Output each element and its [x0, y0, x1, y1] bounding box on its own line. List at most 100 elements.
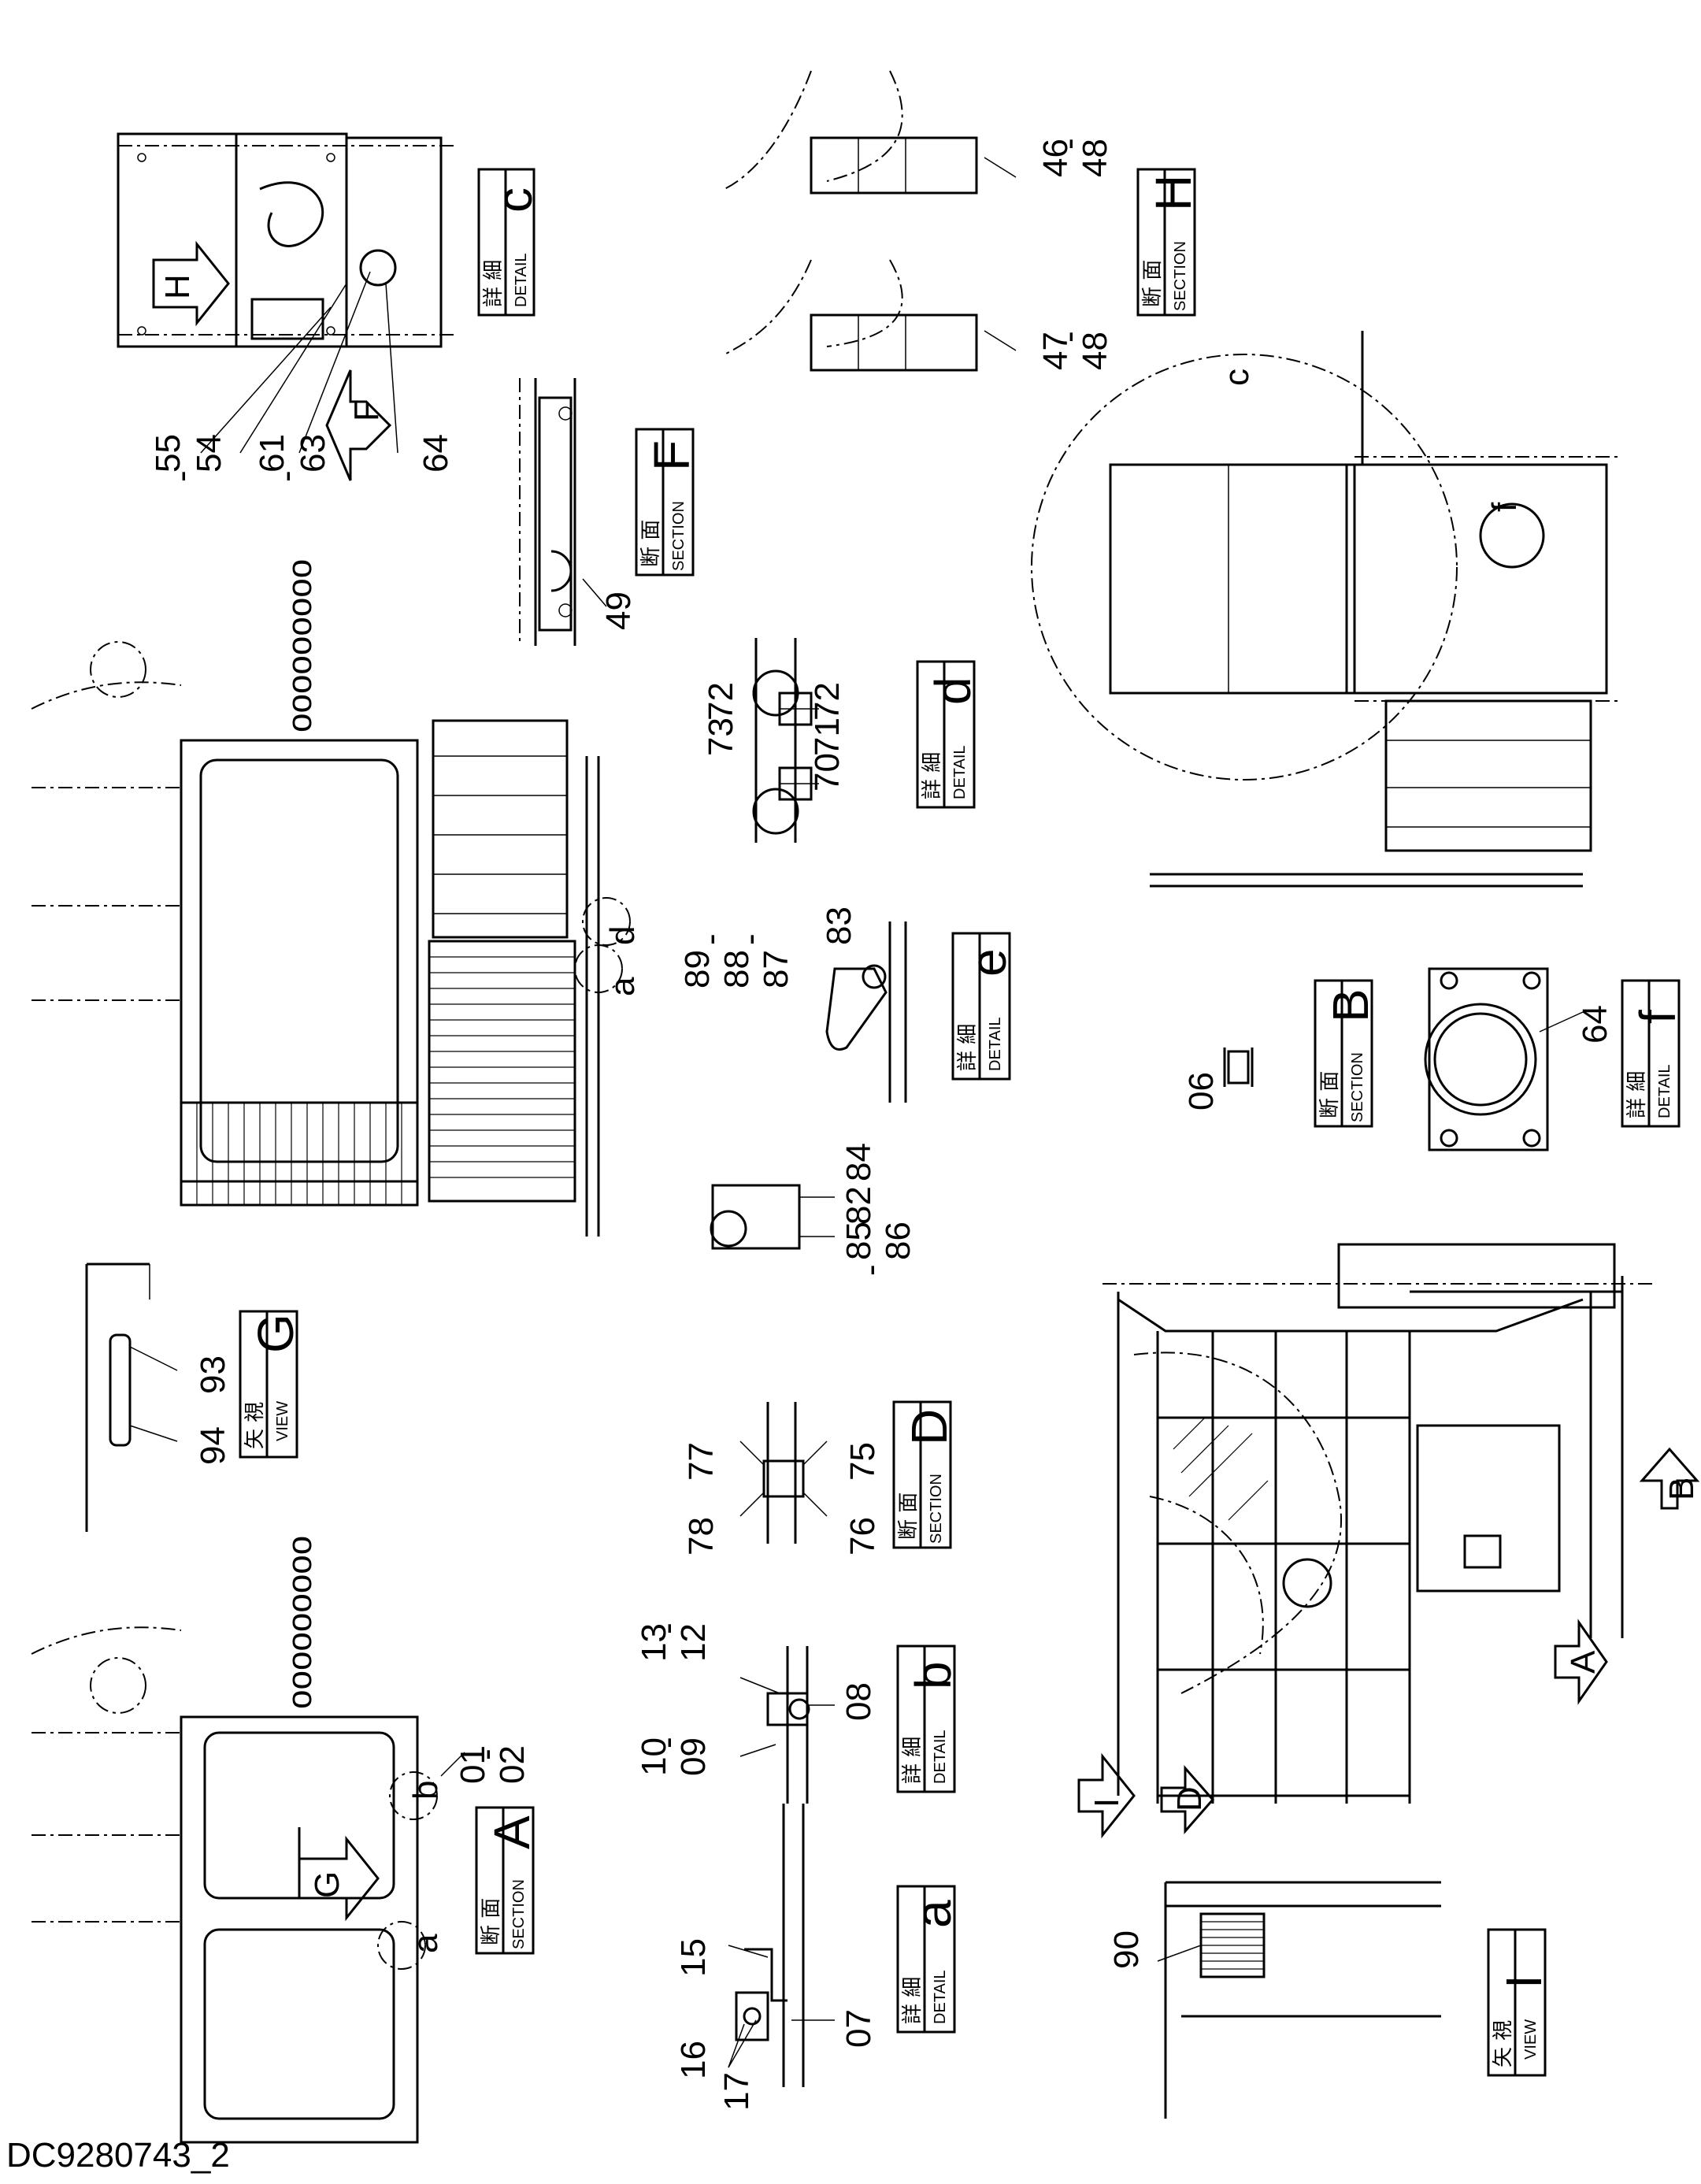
section-f-view: 49 [519, 378, 638, 646]
detail-d-view: 72 73 72 71 70 [702, 638, 847, 843]
svg-text:DETAIL: DETAIL [932, 1970, 949, 2024]
part-dash-1: - [162, 470, 201, 482]
part-dash-7: - [851, 1264, 890, 1276]
part-46: 46 [1036, 139, 1075, 177]
svg-text:VIEW: VIEW [274, 1401, 291, 1441]
label-detail-f: 詳 細 DETAIL f [1621, 979, 1686, 1128]
part-73: 73 [702, 717, 740, 756]
marker-d-side: D [1170, 1786, 1209, 1811]
svg-text:VIEW: VIEW [1522, 2019, 1540, 2060]
svg-text:詳 細: 詳 細 [482, 260, 506, 307]
part-15: 15 [674, 1938, 713, 1977]
marker-a-a: a [406, 1934, 445, 1953]
part-77: 77 [682, 1442, 721, 1481]
label-view-g: 矢 視 VIEW G [239, 1310, 304, 1459]
part-70: 70 [808, 753, 847, 792]
part-01: 01 [454, 1745, 492, 1784]
view-i-view: 90 [1107, 1881, 1441, 2119]
detail-a-view: 15 16 17 07 [674, 1804, 878, 2111]
part-72a: 72 [702, 682, 740, 721]
label-section-d: 断 面 SECTION D [892, 1400, 958, 1549]
marker-a-side: A [1564, 1650, 1603, 1674]
svg-text:G: G [247, 1314, 304, 1353]
part-82: 82 [839, 1186, 878, 1225]
part-06: 06 [1182, 1072, 1221, 1111]
marker-a-mid: a [603, 977, 642, 996]
part-17: 17 [717, 2072, 756, 2111]
section-h-view: 46 - 48 47 - 48 [724, 70, 1114, 372]
svg-text:I: I [1495, 1974, 1552, 1989]
part-87: 87 [757, 950, 795, 988]
part-dash-3: - [1050, 138, 1088, 150]
label-detail-d: 詳 細 DETAIL d [916, 660, 981, 809]
svg-text:b: b [905, 1661, 962, 1689]
svg-text:DETAIL: DETAIL [513, 253, 530, 307]
marker-f-top: F [347, 400, 386, 421]
part-dash-9: - [648, 1737, 687, 1748]
svg-text:矢 視: 矢 視 [243, 1402, 267, 1449]
part-02: 02 [493, 1745, 532, 1784]
part-90: 90 [1107, 1930, 1146, 1969]
label-detail-e: 詳 細 DETAIL e [951, 932, 1017, 1081]
svg-text:H: H [1145, 175, 1202, 211]
svg-text:詳 細: 詳 細 [1625, 1071, 1649, 1118]
svg-text:詳 細: 詳 細 [901, 1977, 925, 2024]
part-54: 54 [190, 434, 228, 473]
marker-c: c [1217, 369, 1256, 386]
part-48b: 48 [1076, 332, 1114, 370]
marker-i: I [1088, 1798, 1126, 1808]
svg-text:f: f [1629, 1010, 1686, 1024]
svg-text:SECTION: SECTION [670, 501, 687, 571]
marker-b-a: b [406, 1781, 445, 1800]
label-section-b: 断 面 SECTION B [1314, 979, 1379, 1128]
part-94: 94 [194, 1426, 232, 1465]
part-16: 16 [674, 2041, 713, 2079]
part-49: 49 [599, 591, 638, 630]
label-section-h: 断 面 SECTION H [1136, 168, 1202, 317]
svg-text:断 面: 断 面 [897, 1492, 921, 1540]
part-71: 71 [808, 717, 847, 756]
detail-82-86-view: 84 82 85 - 86 [710, 1143, 917, 1276]
svg-text:B: B [1322, 988, 1379, 1022]
view-g-view: 94 93 [85, 1263, 232, 1532]
svg-text:D: D [901, 1409, 958, 1445]
top-left-plan-view: H F 55 - 54 61 - 63 64 [117, 132, 457, 482]
detail-b-view: 13 - 12 10 - 09 08 [635, 1622, 878, 1804]
svg-text:ooooooooo: ooooooooo [280, 559, 319, 732]
label-detail-c: 詳 細 DETAIL c [477, 168, 543, 317]
side-view-handrail: B A I D [1077, 1243, 1701, 1839]
marker-g: G [308, 1871, 346, 1898]
part-13: 13 [635, 1623, 673, 1662]
part-75: 75 [843, 1442, 882, 1481]
part-07: 07 [839, 2009, 878, 2048]
svg-text:F: F [643, 440, 700, 471]
section-b-view: 06 [1182, 1048, 1254, 1111]
part-10: 10 [635, 1737, 673, 1776]
detail-e-view: 89 - 88 - 87 83 [678, 907, 907, 1103]
label-section-a: 断 面 SECTION A [475, 1806, 540, 1955]
part-85: 85 [839, 1222, 878, 1260]
svg-text:断 面: 断 面 [480, 1898, 503, 1945]
part-84: 84 [839, 1143, 878, 1181]
label-section-f: 断 面 SECTION F [635, 428, 700, 577]
marker-h-top: H [158, 274, 197, 299]
svg-text:SECTION: SECTION [1172, 241, 1189, 311]
svg-text:c: c [486, 187, 543, 213]
part-83: 83 [820, 907, 858, 945]
part-08: 08 [839, 1682, 878, 1721]
part-12: 12 [674, 1623, 713, 1662]
marker-f: f [1485, 502, 1524, 512]
svg-text:SECTION: SECTION [928, 1474, 945, 1544]
label-detail-b: 詳 細 DETAIL b [896, 1644, 962, 1793]
part-48a: 48 [1076, 139, 1114, 177]
part-dash-5: - [691, 933, 730, 945]
part-dash-8: - [648, 1622, 687, 1634]
svg-text:d: d [925, 677, 981, 705]
svg-text:SECTION: SECTION [510, 1879, 528, 1949]
part-dash-4: - [1050, 331, 1088, 343]
svg-text:詳 細: 詳 細 [921, 752, 944, 799]
section-d-view: 77 78 75 76 [682, 1402, 882, 1555]
svg-text:断 面: 断 面 [1141, 260, 1165, 307]
part-93: 93 [194, 1355, 232, 1394]
